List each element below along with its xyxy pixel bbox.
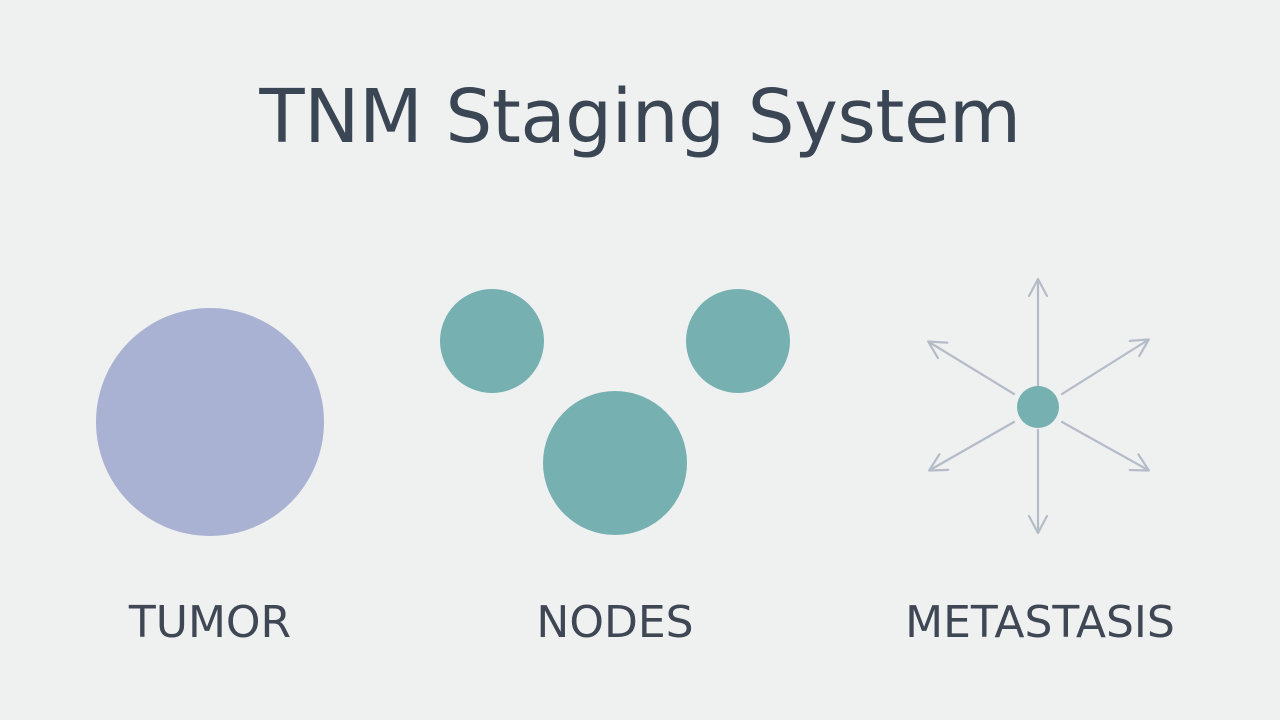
node-circle-right [686, 289, 790, 393]
metastasis-label: METASTASIS [905, 597, 1175, 648]
arrow-lower-right [1060, 420, 1148, 470]
arrow-upper-left [929, 342, 1016, 396]
arrow-lower-left [930, 420, 1016, 470]
lymph-nodes-icon [440, 289, 790, 535]
metastasis-center-icon [1017, 386, 1059, 428]
nodes-label: NODES [536, 597, 694, 648]
node-circle-left [440, 289, 544, 393]
arrow-upper-right [1060, 340, 1148, 396]
tumor-label: TUMOR [128, 597, 292, 648]
metastasis-arrows-icon [929, 280, 1148, 532]
node-circle-bottom [543, 391, 687, 535]
diagram-title: TNM Staging System [259, 74, 1021, 160]
tumor-circle-icon [96, 308, 324, 536]
